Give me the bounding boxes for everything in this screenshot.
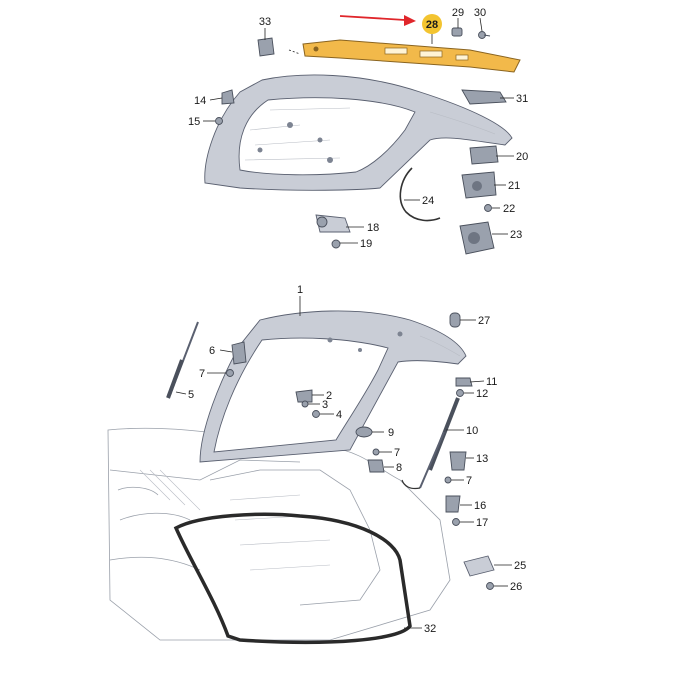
bumper-part-14[interactable]	[221, 89, 235, 105]
callout-8: 8	[396, 462, 402, 474]
badge-label: 28	[426, 19, 438, 31]
bumper-part-27[interactable]	[449, 312, 461, 328]
callout-31: 31	[516, 93, 528, 105]
screw-part-17[interactable]	[452, 518, 460, 526]
door-seal-part-32[interactable]	[173, 512, 412, 645]
callout-16: 16	[474, 500, 486, 512]
callout-32: 32	[424, 623, 436, 635]
callout-13: 13	[476, 453, 488, 465]
callout-labels: 33 29 30 31 14 15 20 21 24 22 18 23 19 1…	[188, 7, 528, 635]
striker-part-25[interactable]	[463, 555, 495, 577]
handle-part-18[interactable]	[315, 214, 351, 233]
tailgate-inner-panel	[204, 74, 513, 191]
callout-6: 6	[209, 345, 215, 357]
callout-33: 33	[259, 16, 271, 28]
vehicle-body	[107, 427, 451, 641]
tailgate-frame-part-1[interactable]	[199, 310, 467, 463]
cover-part-16[interactable]	[445, 495, 461, 513]
callout-1: 1	[297, 284, 303, 296]
screw-part-7b[interactable]	[372, 448, 380, 456]
screw-part-26[interactable]	[486, 582, 494, 590]
bracket-part-8[interactable]	[367, 459, 385, 473]
callout-22: 22	[503, 203, 515, 215]
callout-2: 2	[326, 390, 332, 402]
callout-7b: 7	[394, 447, 400, 459]
gas-strut-part-5[interactable]	[166, 321, 199, 399]
callout-17: 17	[476, 517, 488, 529]
gas-strut-part-10[interactable]	[401, 397, 460, 490]
latch-cover-part-20[interactable]	[469, 145, 499, 165]
callout-4: 4	[336, 409, 342, 421]
clip-part-4[interactable]	[312, 410, 320, 418]
lock-bracket-part-31[interactable]	[461, 89, 507, 105]
highlight-badge-28[interactable]: 28	[422, 14, 442, 44]
trim-strip-part-28[interactable]	[302, 39, 521, 73]
callout-20: 20	[516, 151, 528, 163]
screw-part-7c[interactable]	[444, 476, 452, 484]
screw-part-15[interactable]	[215, 117, 223, 125]
screw-part-7a[interactable]	[226, 369, 234, 377]
cable-part-24[interactable]	[399, 167, 441, 222]
leader-lines	[175, 17, 514, 629]
motor-part-23[interactable]	[459, 221, 495, 255]
callout-11: 11	[486, 376, 497, 388]
callout-14: 14	[194, 95, 206, 107]
screw-part-3[interactable]	[301, 400, 309, 408]
callout-30: 30	[474, 7, 486, 19]
callout-26: 26	[510, 581, 522, 593]
callout-25: 25	[514, 560, 526, 572]
grommet-part-9[interactable]	[355, 426, 373, 438]
callout-27: 27	[478, 315, 490, 327]
callout-9: 9	[388, 427, 394, 439]
hinge-part-6[interactable]	[231, 341, 247, 365]
highlight-arrow	[339, 15, 416, 26]
screw-part-30[interactable]	[478, 31, 491, 39]
callout-21: 21	[508, 180, 520, 192]
callout-7c: 7	[466, 475, 472, 487]
callout-12: 12	[476, 388, 488, 400]
callout-5: 5	[188, 389, 194, 401]
bracket-part-13[interactable]	[449, 451, 467, 471]
callout-19: 19	[360, 238, 372, 250]
cap-part-33[interactable]	[257, 37, 275, 57]
callout-15: 15	[188, 116, 200, 128]
clip-part-29[interactable]	[451, 27, 463, 37]
screw-part-12[interactable]	[456, 389, 464, 397]
lock-part-21[interactable]	[461, 171, 497, 199]
bracket-part-2[interactable]	[295, 389, 313, 403]
clip-part-11[interactable]	[455, 377, 473, 387]
callout-10: 10	[466, 425, 478, 437]
callout-3: 3	[322, 399, 328, 411]
callout-23: 23	[510, 229, 522, 241]
callout-29: 29	[452, 7, 464, 19]
callout-18: 18	[367, 222, 379, 234]
callout-24: 24	[422, 195, 434, 207]
clip-part-19[interactable]	[331, 239, 341, 249]
callout-7a: 7	[199, 368, 205, 380]
screw-part-22[interactable]	[484, 204, 492, 212]
